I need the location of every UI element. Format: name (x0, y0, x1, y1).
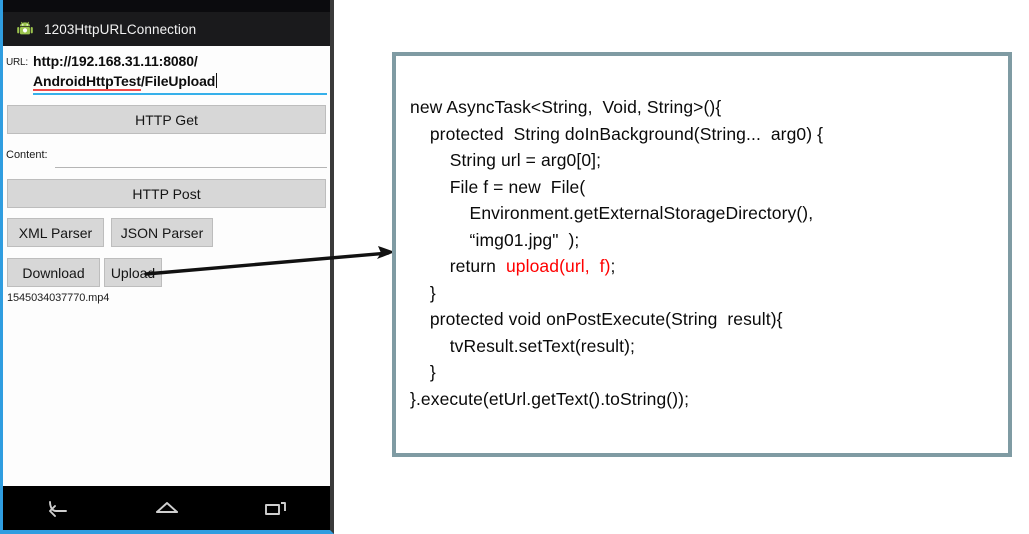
code-line: return upload(url, f); (410, 256, 616, 276)
app-title-bar: 1203HttpURLConnection (3, 12, 330, 46)
xml-parser-button[interactable]: XML Parser (7, 218, 104, 247)
url-input[interactable]: http://192.168.31.11:8080/ AndroidHttpTe… (33, 51, 327, 95)
text-caret (216, 73, 218, 88)
app-screen: URL: http://192.168.31.11:8080/ AndroidH… (3, 46, 330, 486)
code-line: } (410, 282, 436, 303)
url-text-line-2: AndroidHttpTest/FileUpload (33, 71, 327, 91)
upload-button[interactable]: Upload (104, 258, 162, 287)
code-line: protected String doInBackground(String..… (410, 123, 824, 144)
android-phone-mockup: 1203HttpURLConnection URL: http://192.16… (0, 0, 334, 534)
http-get-button[interactable]: HTTP Get (7, 105, 326, 134)
code-highlight: upload(url, f) (505, 256, 611, 276)
http-post-button[interactable]: HTTP Post (7, 179, 326, 208)
code-line: } (410, 362, 436, 382)
phone-top-bezel (3, 0, 330, 12)
code-line: “img01.jpg" ); (410, 229, 580, 250)
code-line: new AsyncTask<String, Void, String>(){ (410, 97, 722, 117)
back-icon[interactable] (41, 495, 75, 521)
url-label: URL: (6, 57, 28, 68)
code-line: tvResult.setText(result); (410, 335, 636, 356)
content-input-row: Content: (3, 144, 330, 172)
code-line: File f = new File( (410, 176, 586, 197)
code-line: }.execute(etUrl.getText().toString()); (410, 388, 690, 409)
android-navigation-bar (3, 486, 330, 530)
result-filename-text: 1545034037770.mp4 (7, 292, 110, 304)
url-misspelled-segment: AndroidHttpTest (33, 73, 141, 91)
content-input[interactable] (55, 144, 327, 168)
code-line: Environment.getExternalStorageDirectory(… (410, 203, 814, 223)
download-button[interactable]: Download (7, 258, 100, 287)
app-title-text: 1203HttpURLConnection (44, 21, 197, 37)
content-label: Content: (6, 149, 48, 161)
url-input-row: URL: http://192.168.31.11:8080/ AndroidH… (3, 51, 330, 95)
android-robot-icon (15, 19, 35, 39)
url-text-line-1: http://192.168.31.11:8080/ (33, 53, 198, 69)
home-icon[interactable] (150, 495, 184, 521)
code-snippet-text: new AsyncTask<String, Void, String>(){ p… (410, 94, 823, 412)
json-parser-button[interactable]: JSON Parser (111, 218, 213, 247)
code-line: protected void onPostExecute(String resu… (410, 309, 783, 329)
recents-icon[interactable] (259, 495, 293, 521)
code-line: String url = arg0[0]; (410, 150, 602, 170)
code-snippet-box: new AsyncTask<String, Void, String>(){ p… (392, 52, 1012, 457)
url-rest-segment: /FileUpload (140, 73, 216, 89)
